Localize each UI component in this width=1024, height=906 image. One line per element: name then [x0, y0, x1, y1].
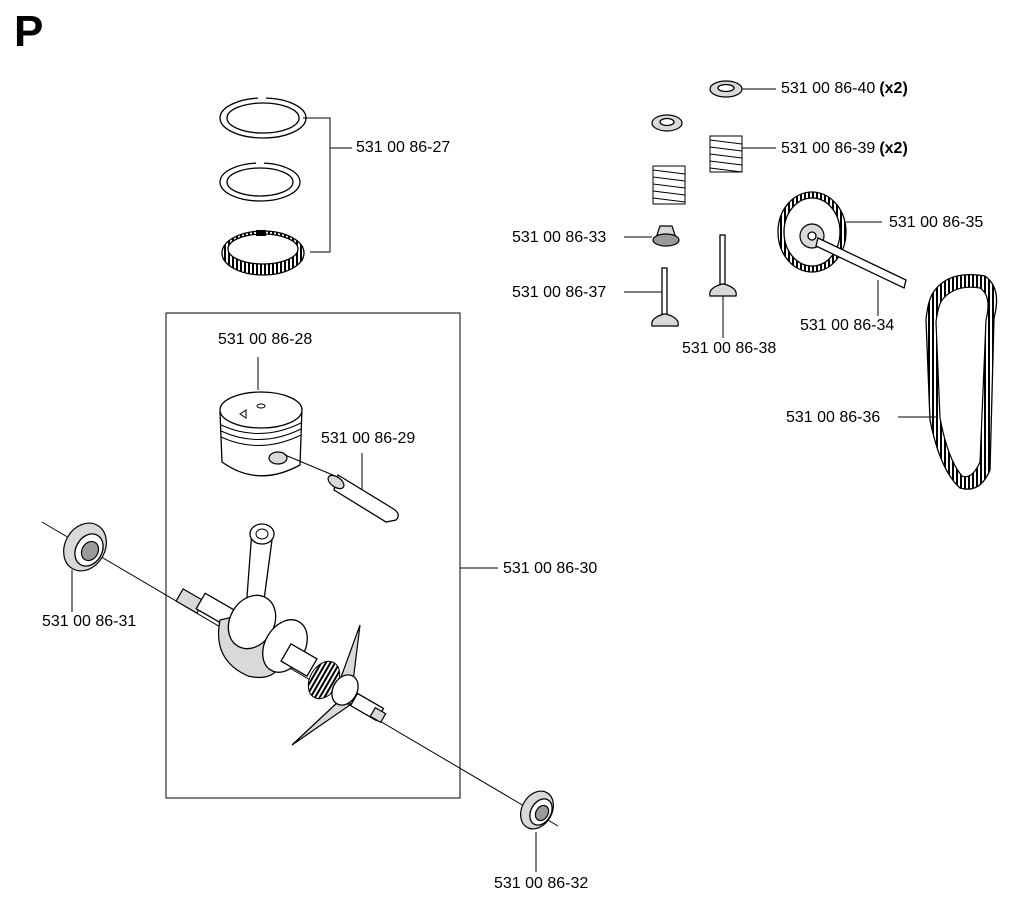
- piston-ring-oil: [221, 230, 305, 276]
- part-label-37: 531 00 86-37: [512, 284, 607, 301]
- part-label-31: 531 00 86-31: [42, 613, 137, 630]
- part-label-34: 531 00 86-34: [800, 317, 895, 334]
- part-label-27: 531 00 86-27: [356, 139, 451, 156]
- part-label-38: 531 00 86-38: [682, 340, 777, 357]
- seal-right: [520, 790, 554, 830]
- spring-retainer-2: [651, 114, 683, 132]
- piston: [219, 391, 303, 477]
- piston-ring-middle: [219, 161, 301, 202]
- part-label-36: 531 00 86-36: [786, 409, 881, 426]
- leader-27: [303, 117, 352, 253]
- part-label-30: 531 00 86-30: [503, 560, 598, 577]
- part-label-32: 531 00 86-32: [494, 875, 589, 892]
- part-label-40: 531 00 86-40(x2): [781, 80, 908, 97]
- spring-retainer: [709, 80, 743, 98]
- piston-ring-top: [219, 96, 307, 139]
- quantity-39: (x2): [879, 140, 908, 157]
- valve-intake: [651, 267, 679, 327]
- camshaft-pulley: [777, 191, 847, 273]
- page-letter: P: [14, 7, 44, 56]
- part-label-35: 531 00 86-35: [889, 214, 984, 231]
- part-label-29: 531 00 86-29: [321, 430, 416, 447]
- crankshaft: [175, 523, 387, 746]
- quantity-40: (x2): [879, 80, 908, 97]
- part-label-39: 531 00 86-39(x2): [781, 140, 908, 157]
- crank-axis: [41, 521, 559, 827]
- valve-exhaust: [709, 234, 737, 297]
- timing-belt: [925, 273, 998, 490]
- camshaft: [815, 237, 907, 289]
- part-label-28: 531 00 86-28: [218, 331, 313, 348]
- seal-left: [63, 522, 107, 572]
- valve-spring: [709, 135, 743, 173]
- part-label-33: 531 00 86-33: [512, 229, 607, 246]
- piston-pin: [284, 454, 399, 523]
- assembly-box: [165, 312, 461, 799]
- valve-spring-2: [652, 165, 686, 205]
- valve-stem-seal: [652, 225, 680, 247]
